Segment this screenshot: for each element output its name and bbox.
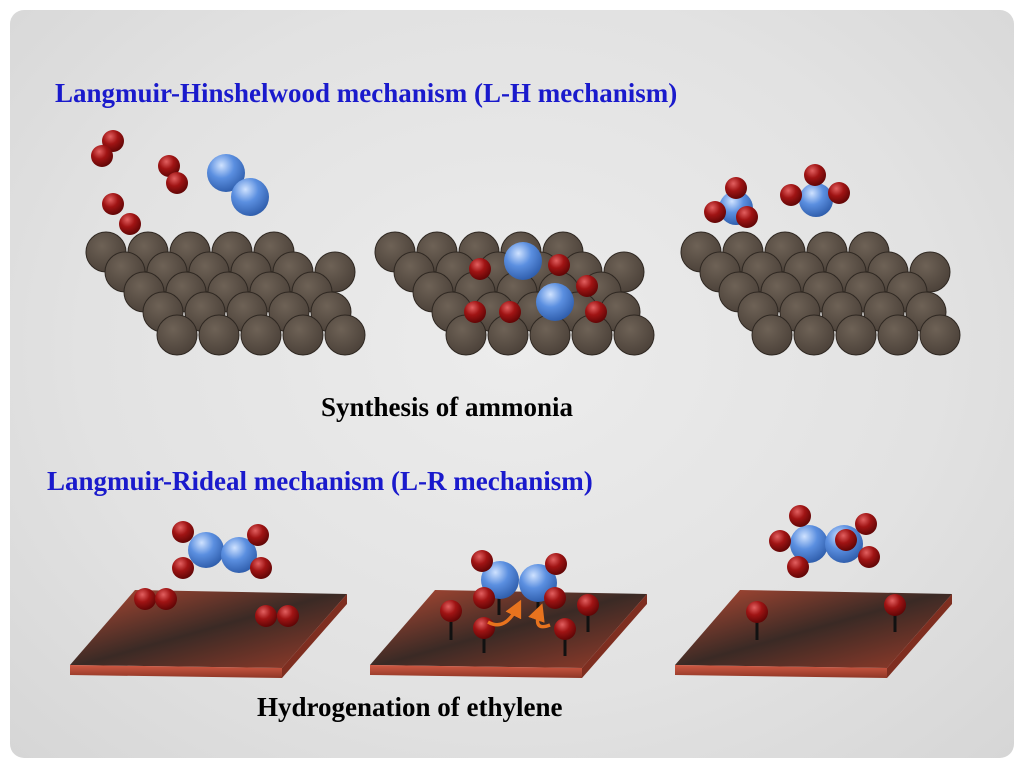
hydrogen-atom xyxy=(499,301,521,323)
catalyst-atom xyxy=(751,314,793,356)
ethane-molecule xyxy=(769,505,880,578)
hydrogen-atom xyxy=(544,587,566,609)
carbon-atom xyxy=(790,525,828,563)
catalyst-atom xyxy=(198,314,240,356)
hydrogen-atom xyxy=(576,275,598,297)
slide: Langmuir-Hinshelwood mechanism (L-H mech… xyxy=(10,10,1014,758)
lr-mechanism-title: Langmuir-Rideal mechanism (L-R mechanism… xyxy=(47,466,593,496)
hydrogen-atom xyxy=(134,588,156,610)
hydrogen-atom xyxy=(473,587,495,609)
hydrogen-atom xyxy=(471,550,493,572)
nitrogen-atom xyxy=(504,242,542,280)
adsorbed-hydrogen xyxy=(746,594,906,623)
hydrogen-atom xyxy=(255,605,277,627)
hydrogen-atom xyxy=(577,594,599,616)
reaction-arrows xyxy=(487,599,551,629)
hydrogen-atom xyxy=(277,605,299,627)
hydrogen-atom xyxy=(858,546,880,568)
hydrogen-atom xyxy=(469,258,491,280)
hydrogen-atom xyxy=(440,600,462,622)
carbon-atom xyxy=(188,532,224,568)
catalyst-atom xyxy=(240,314,282,356)
hydrogen-atom xyxy=(828,182,850,204)
nitrogen-atom xyxy=(536,283,574,321)
hydrogen-atom xyxy=(172,557,194,579)
catalyst-atom xyxy=(282,314,324,356)
hydrogen-atom xyxy=(473,617,495,639)
transfer-arrow xyxy=(528,603,551,629)
nh3-molecule xyxy=(704,177,758,228)
hydrogen-atom xyxy=(804,164,826,186)
hydrogen-atom xyxy=(746,601,768,623)
ammonia-synthesis-caption: Synthesis of ammonia xyxy=(321,392,574,422)
surface-bonds xyxy=(755,615,897,640)
catalyst-atom xyxy=(793,314,835,356)
n2-molecule xyxy=(207,154,269,216)
hydrogen-atom xyxy=(548,254,570,276)
hydrogen-atom xyxy=(155,588,177,610)
catalyst-lattice-right xyxy=(680,231,961,356)
hydrogen-atom xyxy=(780,184,802,206)
catalyst-atom xyxy=(613,314,655,356)
hydrogen-atom xyxy=(91,145,113,167)
transfer-arrow xyxy=(487,599,522,627)
hydrogen-atom xyxy=(250,557,272,579)
catalyst-atom xyxy=(877,314,919,356)
catalyst-lattice-left xyxy=(85,231,366,356)
ethylene-hydrogenation-caption: Hydrogenation of ethylene xyxy=(257,692,563,722)
adsorbed-h2 xyxy=(255,605,299,627)
carbon-atom xyxy=(221,537,257,573)
hydrogen-atom xyxy=(166,172,188,194)
hydrogen-atom xyxy=(158,155,180,177)
nitrogen-atom xyxy=(799,183,833,217)
hydrogen-atom xyxy=(545,553,567,575)
catalyst-atom xyxy=(835,314,877,356)
catalyst-plate-middle xyxy=(370,590,647,678)
ethylene-molecule xyxy=(172,521,272,579)
catalyst-plate-right xyxy=(675,590,952,678)
adsorbed-species xyxy=(464,242,607,323)
hydrogen-atom xyxy=(787,556,809,578)
hydrogen-atom xyxy=(704,201,726,223)
catalyst-atom xyxy=(919,314,961,356)
nh3-molecule xyxy=(780,164,850,217)
hydrogen-atom xyxy=(172,521,194,543)
adsorbed-hydrogen xyxy=(440,594,599,640)
lh-mechanism-title: Langmuir-Hinshelwood mechanism (L-H mech… xyxy=(55,78,678,108)
hydrogen-atom xyxy=(835,529,857,551)
hydrogen-atom xyxy=(119,213,141,235)
ethylene-molecule xyxy=(471,550,567,609)
hydrogen-atom xyxy=(789,505,811,527)
hydrogen-atom xyxy=(464,301,486,323)
hydrogen-atom xyxy=(102,193,124,215)
nitrogen-atom xyxy=(231,178,269,216)
hydrogen-atom xyxy=(855,513,877,535)
h2-molecule xyxy=(102,193,141,235)
hydrogen-atom xyxy=(769,530,791,552)
hydrogen-atom xyxy=(736,206,758,228)
nitrogen-atom xyxy=(207,154,245,192)
hydrogen-atom xyxy=(247,524,269,546)
adsorbed-h2 xyxy=(134,588,177,610)
hydrogen-atom xyxy=(884,594,906,616)
catalyst-plate-left xyxy=(70,590,347,678)
h2-molecule xyxy=(91,130,124,167)
hydrogen-atom xyxy=(554,618,576,640)
catalyst-atom xyxy=(324,314,366,356)
catalyst-atom xyxy=(156,314,198,356)
mechanism-diagram xyxy=(70,130,961,678)
h2-molecule xyxy=(158,155,188,194)
catalyst-atom xyxy=(529,314,571,356)
hydrogen-atom xyxy=(585,301,607,323)
hydrogen-atom xyxy=(725,177,747,199)
